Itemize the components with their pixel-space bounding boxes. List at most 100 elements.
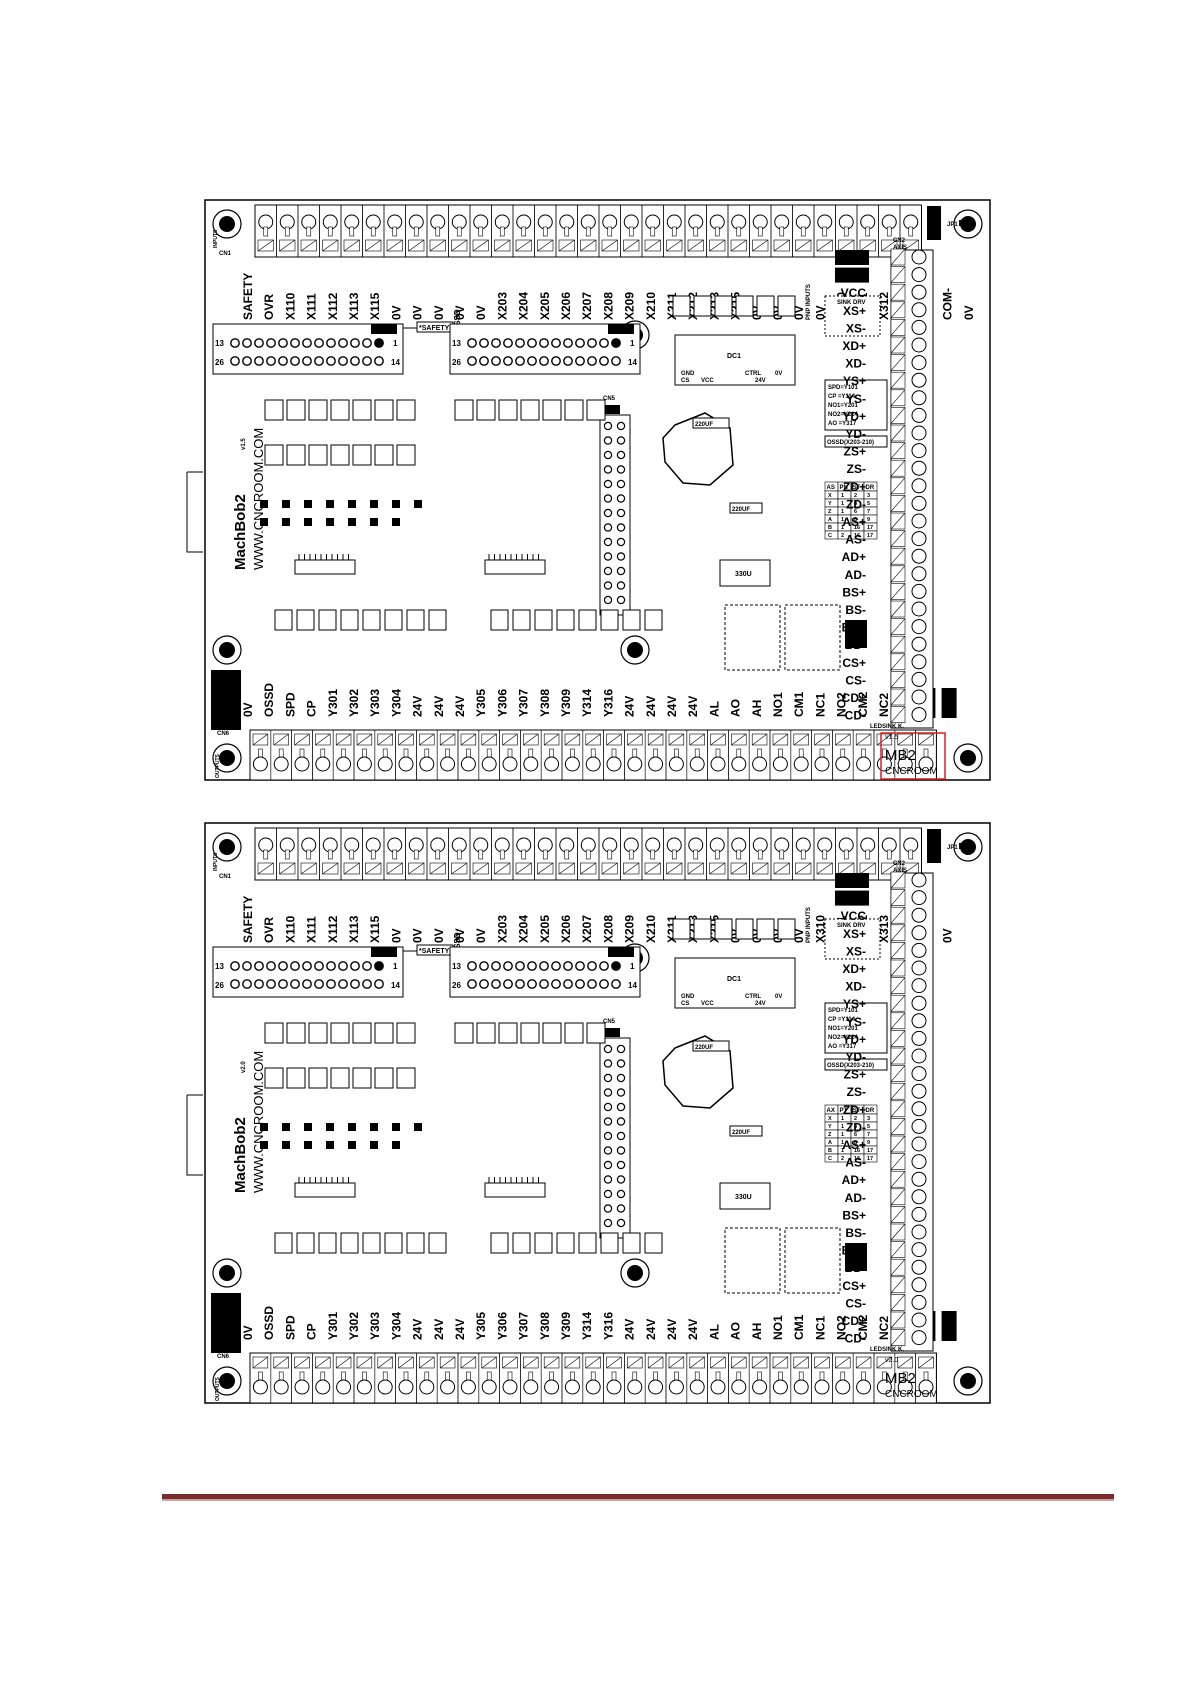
right-pin-label: AD- [845, 1191, 866, 1205]
optocoupler [693, 918, 712, 940]
top-pin-label: OVR [262, 917, 276, 943]
bottom-pin-label: Y303 [368, 1312, 382, 1340]
header-pin [527, 356, 537, 366]
terminal-screw [585, 1379, 601, 1395]
lpt3-pin [616, 523, 626, 532]
terminal-slot [886, 849, 892, 860]
bottom-pin-label: 24V [686, 696, 700, 717]
ossd-ref-box [824, 1058, 888, 1071]
right-pin-label: AD+ [842, 1173, 866, 1187]
terminal-slot [757, 226, 763, 237]
terminal-slot [671, 226, 677, 237]
bottom-pin-label: 24V [941, 1319, 955, 1340]
top-pin-label: 0V [813, 305, 827, 320]
terminal-screw [856, 756, 872, 772]
right-pin-label: ZS- [847, 462, 866, 476]
header-pin [491, 961, 501, 971]
terminal-clamp-mark [890, 671, 906, 688]
axis-table-value: 9 [867, 1140, 870, 1146]
pin-number: 13 [452, 962, 461, 971]
smd-part [260, 1141, 268, 1149]
header-pin [611, 338, 621, 348]
header-pin [266, 338, 276, 348]
v0-label: 0V [775, 371, 782, 377]
terminal-screw [273, 756, 289, 772]
lpt1-tag [608, 947, 634, 957]
relay [724, 1227, 781, 1294]
right-pin-label: AS- [845, 533, 866, 547]
terminal-clamp-mark [890, 942, 906, 959]
right-pin-label: XS- [846, 321, 866, 335]
optocoupler [520, 399, 540, 421]
terminal-slot [714, 849, 720, 860]
optocoupler [274, 1232, 293, 1254]
terminal-clamp-mark [731, 733, 747, 746]
smd-part [326, 518, 334, 526]
dc1-module [674, 334, 796, 386]
terminal-slot [284, 849, 290, 860]
terminal-clamp-mark [890, 995, 906, 1012]
header-pin [563, 338, 573, 348]
header-pin [266, 979, 276, 989]
terminal-screw [911, 1030, 927, 1046]
right-pin-label: AS+ [842, 1138, 866, 1152]
terminal-screw [606, 756, 622, 772]
smd-part [304, 500, 312, 508]
header-pin [278, 338, 288, 348]
terminal-screw [911, 1118, 927, 1134]
optocoupler [330, 1022, 350, 1044]
terminal-clamp-mark [730, 862, 747, 875]
terminal-screw [911, 1101, 927, 1117]
terminal-clamp-mark [515, 862, 532, 875]
cap-220uf-box [692, 417, 730, 429]
right-pin-label: ZS- [847, 1085, 866, 1099]
header-pin [350, 961, 360, 971]
header-pin [230, 338, 240, 348]
right-pin-label: YD- [845, 427, 866, 441]
top-pin-label: 0V [792, 928, 806, 943]
product-version: v2.0 [241, 1061, 247, 1073]
smd-part [304, 1141, 312, 1149]
optocoupler [476, 399, 496, 421]
terminal-slot [908, 226, 914, 237]
header-pin [266, 356, 276, 366]
header-pin [290, 961, 300, 971]
terminal-screw [419, 1379, 435, 1395]
header-pin [314, 979, 324, 989]
header-pin [467, 356, 477, 366]
terminal-slot [628, 849, 634, 860]
optocoupler [352, 399, 372, 421]
header-pin [302, 338, 312, 348]
header-pin [314, 356, 324, 366]
terminal-screw [793, 1379, 809, 1395]
axis-table-value: B [828, 525, 832, 531]
terminal-clamp-mark [890, 1153, 906, 1170]
terminal-clamp-mark [709, 239, 726, 252]
header-pin [503, 356, 513, 366]
terminal-slot [650, 226, 656, 237]
power-tag [835, 267, 869, 283]
terminal-screw [544, 756, 560, 772]
gnd-label: GND [681, 994, 695, 1000]
terminal-clamp-mark [440, 733, 456, 746]
optocoupler [600, 1232, 619, 1254]
terminal-clamp-mark [890, 319, 906, 336]
cn-bottom-label: CN6 [217, 1354, 230, 1360]
header-pin [374, 961, 384, 971]
axis-table-value: 7 [867, 1132, 870, 1138]
optocoupler [286, 444, 306, 466]
terminal-screw [911, 548, 927, 564]
axis-table-value: 1 [841, 1140, 844, 1146]
terminal-clamp-mark [429, 239, 446, 252]
axis-table-value: 5 [867, 1124, 870, 1130]
axis-table-value: 17 [867, 525, 873, 531]
terminal-slot [435, 849, 441, 860]
terminal-screw [377, 756, 393, 772]
terminal-screw [911, 654, 927, 670]
terminal-screw [911, 566, 927, 582]
lpt3-pin [616, 1088, 626, 1097]
terminal-screw [606, 1379, 622, 1395]
bottom-pin-label: Y302 [347, 1312, 361, 1340]
top-pin-label: X207 [580, 915, 594, 943]
terminal-clamp-mark [838, 862, 855, 875]
